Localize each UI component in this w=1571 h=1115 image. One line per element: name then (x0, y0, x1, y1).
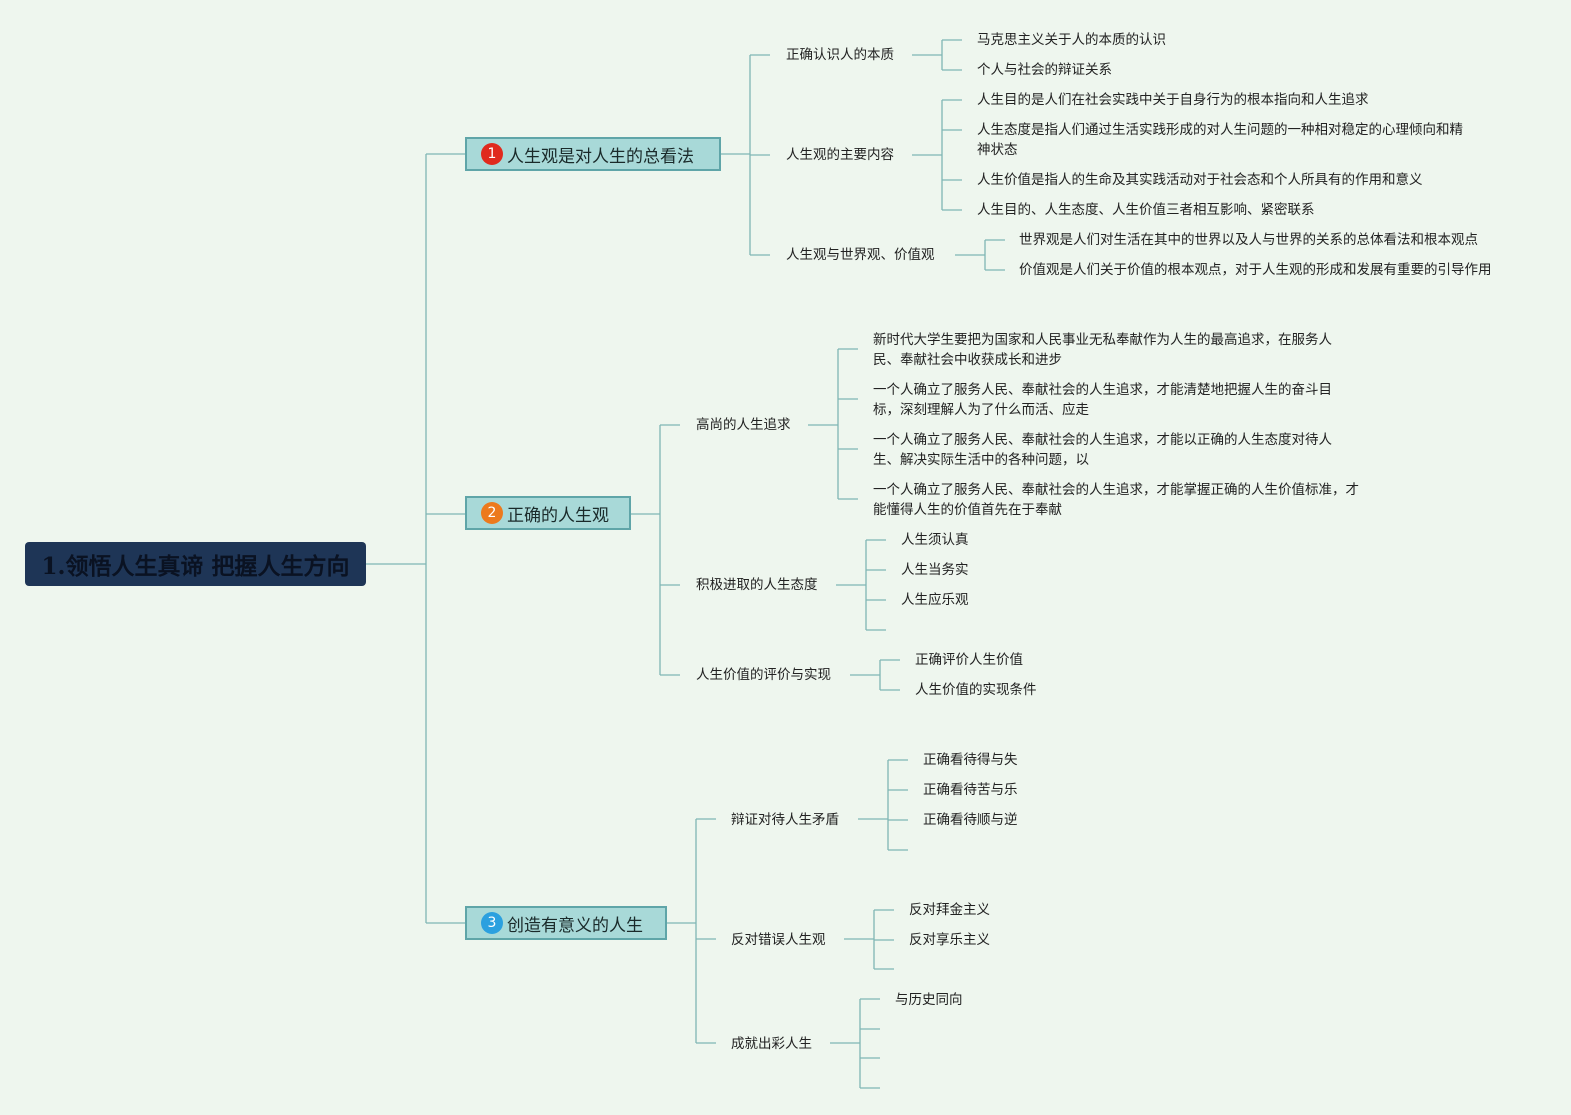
b1-c2-item[interactable]: 人生态度是指人们通过生活实践形成的对人生问题的一种相对稳定的心理倾向和精神状态 (977, 122, 1463, 158)
b2-c2-item[interactable]: 人生当务实 (901, 562, 969, 578)
b2-c2-item[interactable]: 人生须认真 (901, 532, 969, 548)
b3-c3-item[interactable]: 与历史同向 (895, 992, 963, 1008)
b1-c1-item[interactable]: 个人与社会的辩证关系 (977, 62, 1112, 78)
b3-c2-label[interactable]: 反对错误人生观 (731, 932, 826, 948)
b1-c2-label[interactable]: 人生观的主要内容 (786, 147, 894, 163)
number-3-badge-icon: 3 (481, 912, 503, 934)
root-title: 1.领悟人生真谛 把握人生方向 (41, 553, 350, 580)
b2-c2-label[interactable]: 积极进取的人生态度 (696, 577, 818, 593)
b3-c2-item[interactable]: 反对拜金主义 (909, 902, 990, 918)
branch-2-topic[interactable]: 2 正确的人生观 (465, 496, 631, 530)
number-2-badge-icon: 2 (481, 502, 503, 524)
b2-c1-item[interactable]: 新时代大学生要把为国家和人民事业无私奉献作为人生的最高追求，在服务人民、奉献社会… (873, 332, 1332, 368)
b3-c2-item[interactable]: 反对享乐主义 (909, 932, 990, 948)
b3-c1-label[interactable]: 辩证对待人生矛盾 (731, 812, 839, 828)
b1-c3-label[interactable]: 人生观与世界观、价值观 (786, 247, 935, 263)
b2-c1-item[interactable]: 一个人确立了服务人民、奉献社会的人生追求，才能以正确的人生态度对待人生、解决实际… (873, 432, 1332, 468)
b2-c3-item[interactable]: 人生价值的实现条件 (915, 682, 1037, 698)
b1-c2-item[interactable]: 人生目的是人们在社会实践中关于自身行为的根本指向和人生追求 (977, 92, 1369, 108)
b3-c1-item[interactable]: 正确看待苦与乐 (923, 782, 1018, 798)
root-topic[interactable]: 1.领悟人生真谛 把握人生方向 (25, 542, 366, 586)
b1-c2-item[interactable]: 人生价值是指人的生命及其实践活动对于社会态和个人所具有的作用和意义 (977, 172, 1423, 188)
b2-c3-item[interactable]: 正确评价人生价值 (915, 652, 1023, 668)
b3-c1-item[interactable]: 正确看待顺与逆 (923, 812, 1018, 828)
branch-3-topic[interactable]: 3 创造有意义的人生 (465, 906, 667, 940)
b3-c1-item[interactable]: 正确看待得与失 (923, 752, 1018, 768)
b1-c1-item[interactable]: 马克思主义关于人的本质的认识 (977, 32, 1166, 48)
branch-2-title: 正确的人生观 (507, 505, 609, 526)
b2-c1-label[interactable]: 高尚的人生追求 (696, 417, 791, 433)
branch-3-title: 创造有意义的人生 (507, 915, 643, 936)
branch-1-title: 人生观是对人生的总看法 (507, 146, 694, 167)
b1-c1-label[interactable]: 正确认识人的本质 (786, 47, 894, 63)
b2-c1-item[interactable]: 一个人确立了服务人民、奉献社会的人生追求，才能掌握正确的人生价值标准，才能懂得人… (873, 482, 1359, 518)
b2-c3-label[interactable]: 人生价值的评价与实现 (696, 667, 831, 683)
b2-c2-item[interactable]: 人生应乐观 (901, 592, 969, 608)
b1-c3-item[interactable]: 价值观是人们关于价值的根本观点，对于人生观的形成和发展有重要的引导作用 (1019, 262, 1492, 278)
b3-c3-label[interactable]: 成就出彩人生 (731, 1036, 812, 1052)
number-1-badge-icon: 1 (481, 143, 503, 165)
b1-c2-item[interactable]: 人生目的、人生态度、人生价值三者相互影响、紧密联系 (977, 202, 1315, 218)
b1-c3-item[interactable]: 世界观是人们对生活在其中的世界以及人与世界的关系的总体看法和根本观点 (1019, 232, 1478, 248)
branch-1-topic[interactable]: 1 人生观是对人生的总看法 (465, 137, 721, 171)
b2-c1-item[interactable]: 一个人确立了服务人民、奉献社会的人生追求，才能清楚地把握人生的奋斗目标，深刻理解… (873, 382, 1332, 418)
